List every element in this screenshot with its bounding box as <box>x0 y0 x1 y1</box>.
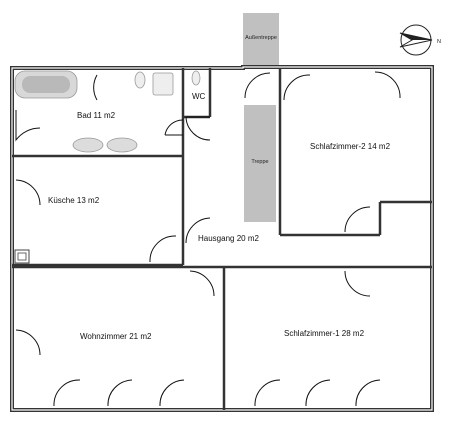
room-label-bad: Bad 11 m2 <box>77 111 116 120</box>
doors <box>15 71 401 407</box>
room-label-schlafzimmer-2: Schlafzimmer-2 14 m2 <box>310 142 391 151</box>
room-label-kueche: Küsche 13 m2 <box>48 196 100 205</box>
room-label-wc: WC <box>192 92 206 101</box>
room-label-wohnzimmer: Wohnzimmer 21 m2 <box>80 332 152 341</box>
room-label-hausgang: Hausgang 20 m2 <box>198 234 259 243</box>
outer-walls <box>10 65 434 412</box>
bathtub <box>14 70 78 99</box>
outer-stair <box>243 13 279 68</box>
room-label-schlafzimmer-1: Schlafzimmer-1 28 m2 <box>284 329 365 338</box>
inner-stair <box>244 105 276 222</box>
toilet <box>134 70 201 96</box>
sink-double <box>72 137 138 153</box>
compass-icon: N <box>399 24 441 56</box>
inner-stair-label: Treppe <box>251 159 268 165</box>
interior-walls <box>12 68 432 410</box>
outer-stair-label: Außentreppe <box>245 35 277 41</box>
compass-north-label: N <box>437 39 441 45</box>
kitchen-sink <box>14 249 30 264</box>
